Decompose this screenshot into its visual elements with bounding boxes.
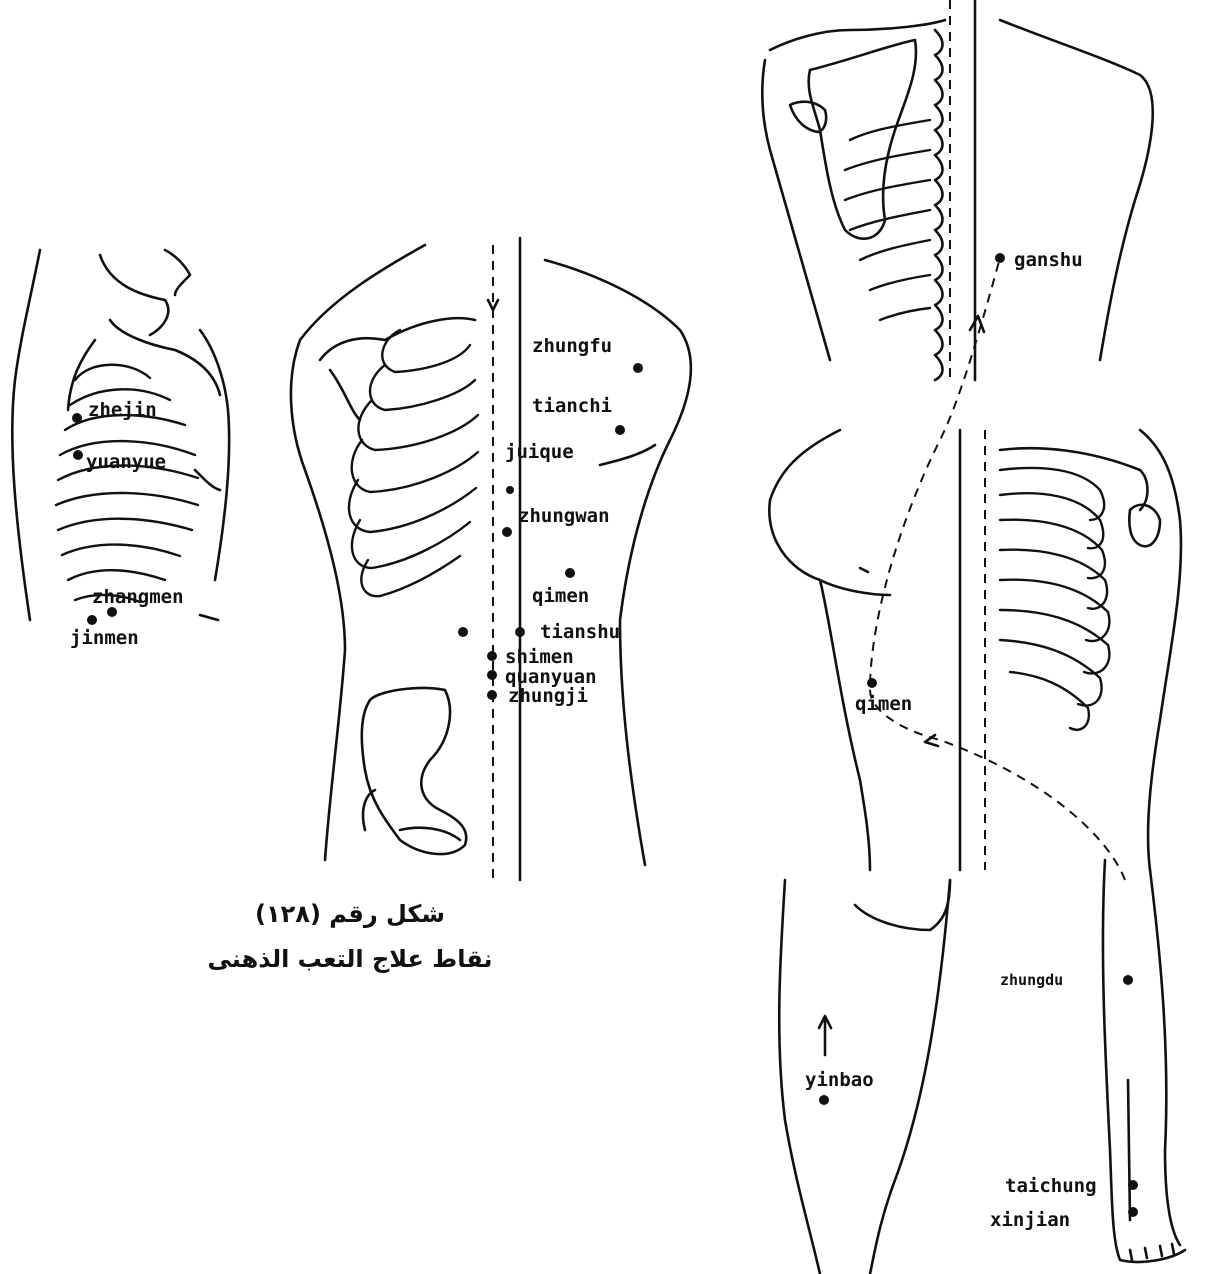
point-zhejin	[72, 413, 82, 423]
point-yinbao	[819, 1095, 829, 1105]
label-zhejin: zhejin	[88, 399, 157, 421]
label-shimen: shimen	[505, 646, 574, 668]
point-juique	[506, 486, 514, 494]
point-zhungdu	[1123, 975, 1133, 985]
point-ganshu	[995, 253, 1005, 263]
label-qimen-side: qimen	[855, 693, 912, 715]
front-torso-figure	[291, 238, 691, 880]
figure-caption-title: نقاط علاج التعب الذهنى	[150, 945, 550, 973]
label-xinjian: xinjian	[990, 1209, 1070, 1231]
label-zhungdu: zhungdu	[1000, 971, 1063, 989]
point-yuanyue	[73, 450, 83, 460]
point-xinjian	[1128, 1207, 1138, 1217]
label-yinbao: yinbao	[805, 1069, 874, 1091]
arrow-head	[925, 735, 938, 746]
figure-caption-number: شكل رقم (١٢٨)	[150, 900, 550, 928]
label-yuanyue: yuanyue	[86, 451, 166, 473]
point-zhungwan	[502, 527, 512, 537]
label-zhangmen: zhangmen	[92, 586, 184, 608]
label-qimen-front: qimen	[532, 585, 589, 607]
label-juique: juique	[505, 441, 574, 463]
label-taichung: taichung	[1005, 1175, 1097, 1197]
arrow-head	[970, 316, 984, 332]
point-tianshu-left	[458, 627, 468, 637]
label-tianshu: tianshu	[540, 621, 620, 643]
label-ganshu: ganshu	[1014, 249, 1083, 271]
back-figure	[762, 0, 1152, 380]
label-zhungji: zhungji	[508, 685, 588, 707]
meridian-path	[870, 258, 1125, 880]
point-qimen-front	[565, 568, 575, 578]
point-labels: zhejin yuanyue zhangmen jinmen zhungfu t…	[70, 249, 1097, 1231]
side-chest-figure	[769, 430, 1181, 870]
leg-figure	[779, 860, 1185, 1274]
point-taichung	[1128, 1180, 1138, 1190]
point-jinmen	[87, 615, 97, 625]
side-torso-figure	[12, 250, 229, 620]
point-zhangmen	[107, 607, 117, 617]
point-tianchi	[615, 425, 625, 435]
label-zhungfu: zhungfu	[532, 335, 612, 357]
point-zhungji	[487, 690, 497, 700]
label-jinmen: jinmen	[70, 627, 139, 649]
point-shimen	[487, 651, 497, 661]
point-tianshu-right	[515, 627, 525, 637]
point-quanyuan	[487, 670, 497, 680]
point-zhungfu	[633, 363, 643, 373]
label-zhungwan: zhungwan	[518, 505, 610, 527]
point-qimen-side	[867, 678, 877, 688]
label-tianchi: tianchi	[532, 395, 612, 417]
